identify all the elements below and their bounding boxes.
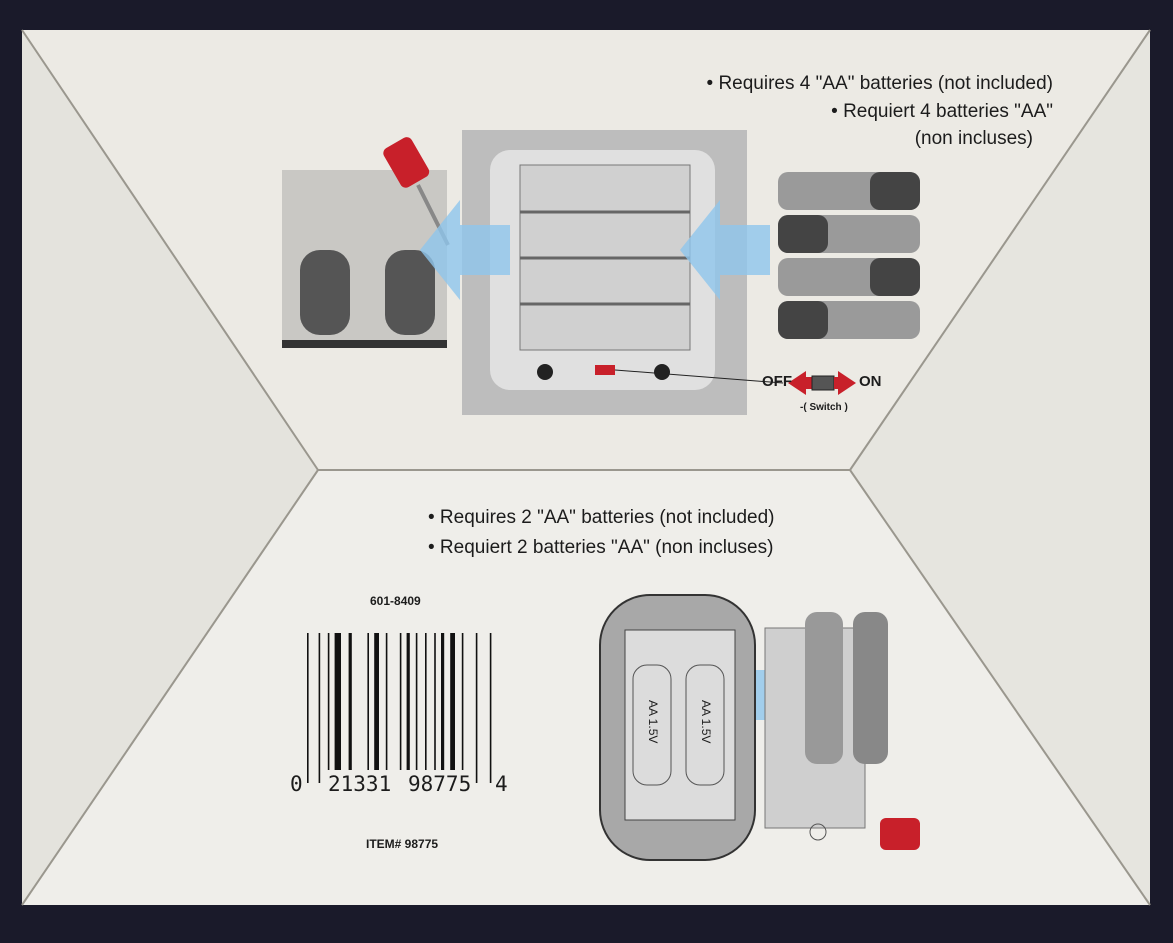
barcode-bar <box>307 633 309 783</box>
barcode-bar <box>374 633 379 770</box>
barcode-bar <box>450 633 455 770</box>
barcode-bar <box>385 633 388 770</box>
requirement-line-fr: • Requiert 4 batteries "AA" <box>831 101 1053 122</box>
barcode-bar <box>441 633 445 770</box>
cell-label: AA 1.5V <box>699 700 713 744</box>
barcode-bar <box>348 633 352 770</box>
barcode-bar <box>475 633 478 783</box>
fold-lines <box>21 29 1151 906</box>
barcode-bar <box>367 633 369 770</box>
barcode-bar <box>461 633 464 770</box>
requirement-line-en: • Requires 4 "AA" batteries (not include… <box>706 73 1053 94</box>
bottom-flap <box>22 470 1150 905</box>
switch-caption: -( Switch ) <box>800 402 848 413</box>
barcode-last-digit: 4 <box>495 772 508 796</box>
switch-off-label: OFF <box>762 373 792 390</box>
barcode-right-digits: 98775 <box>408 772 472 796</box>
requirement-line-fr-2: • Requiert 2 batteries "AA" (non incluse… <box>428 537 774 558</box>
barcode-first-digit: 0 <box>290 772 303 796</box>
right-flap <box>850 30 1150 905</box>
barcode-bar <box>334 633 341 770</box>
barcode-bar <box>327 633 330 770</box>
left-flap <box>22 30 318 905</box>
barcode-left-digits: 21331 <box>328 772 392 796</box>
barcode-bar <box>318 633 321 783</box>
battery-stack <box>778 172 920 339</box>
battery-cover-illustration <box>282 170 447 348</box>
item-number: ITEM# 98775 <box>366 837 439 851</box>
requirement-line-en-2: • Requires 2 "AA" batteries (not include… <box>428 507 775 528</box>
barcode-bar <box>399 633 402 770</box>
product-code: 601-8409 <box>370 594 421 608</box>
barcode-bar <box>415 633 418 770</box>
barcode <box>307 633 492 783</box>
barcode-bar <box>406 633 410 770</box>
cell-label: AA 1.5V <box>646 700 660 744</box>
requirement-line-fr-cont: (non incluses) <box>914 128 1033 149</box>
barcode-bar <box>425 633 427 770</box>
switch-icon <box>788 371 856 395</box>
switch-on-label: ON <box>859 373 882 390</box>
remote-battery-compartment <box>599 594 920 861</box>
barcode-bar <box>489 633 492 783</box>
barcode-bar <box>434 633 436 770</box>
